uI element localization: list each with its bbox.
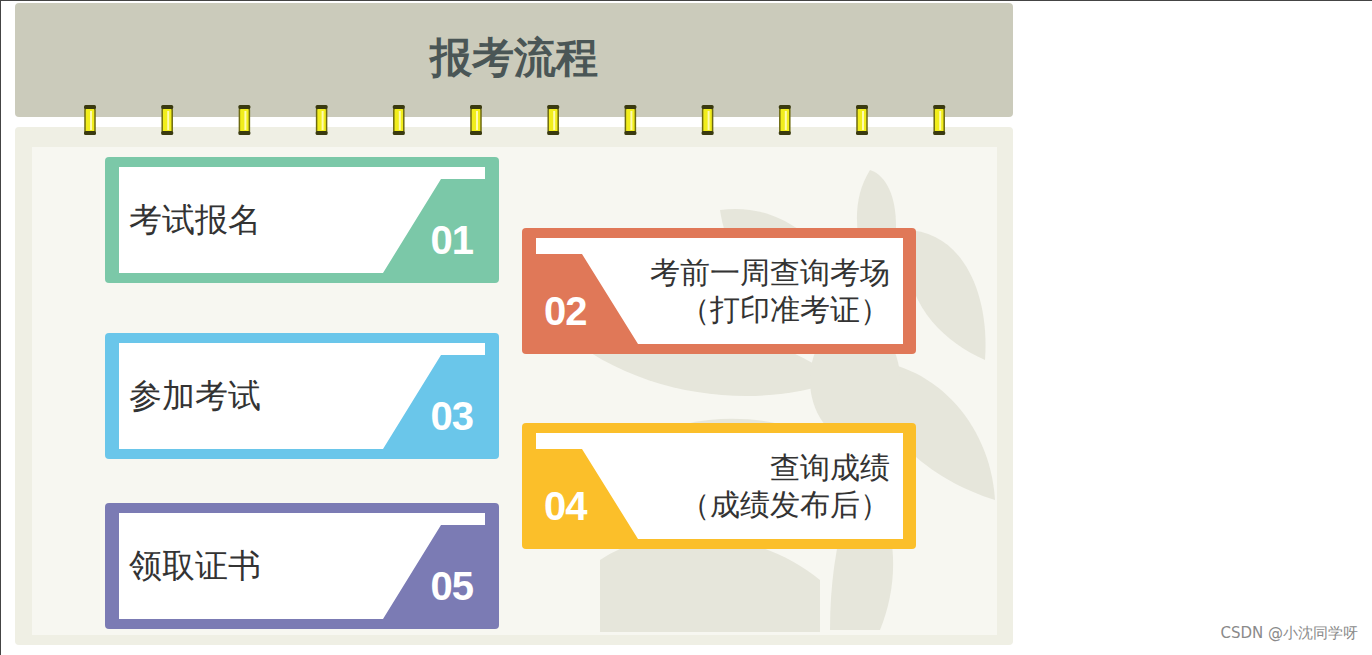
step-text: 参加考试 [129,345,379,447]
binder-ring [779,105,791,135]
step-number: 01 [431,218,474,263]
step-number: 03 [431,394,474,439]
binder-ring [161,105,173,135]
step-number: 05 [431,564,474,609]
binder-ring [702,105,714,135]
binder-ring [624,105,636,135]
step-text: 查询成绩 （成绩发布后） [632,435,890,537]
binder-ring [856,105,868,135]
step-card: 查询成绩 （成绩发布后） 04 [522,423,916,549]
step-number: 02 [544,289,587,334]
binder-ring [316,105,328,135]
step-text: 考试报名 [129,169,379,271]
binder-ring [393,105,405,135]
step-card: 参加考试 03 [105,333,499,459]
step-text: 考前一周查询考场 （打印准考证） [632,240,890,342]
watermark-text: CSDN @小沈同学呀 [1220,624,1358,643]
step-card: 领取证书 05 [105,503,499,629]
binder-ring [470,105,482,135]
binder-rings [84,105,945,135]
title-bar [15,3,1013,117]
binder-ring [933,105,945,135]
top-edge [0,0,1372,1]
step-text: 领取证书 [129,515,379,617]
step-card: 考试报名 01 [105,157,499,283]
title-text: 报考流程 [15,3,1013,113]
binder-ring [84,105,96,135]
binder-ring [547,105,559,135]
board-inner [32,147,997,635]
left-edge [0,0,1,655]
step-number: 04 [544,484,587,529]
step-card: 考前一周查询考场 （打印准考证） 02 [522,228,916,354]
board-panel [15,127,1013,645]
binder-ring [238,105,250,135]
